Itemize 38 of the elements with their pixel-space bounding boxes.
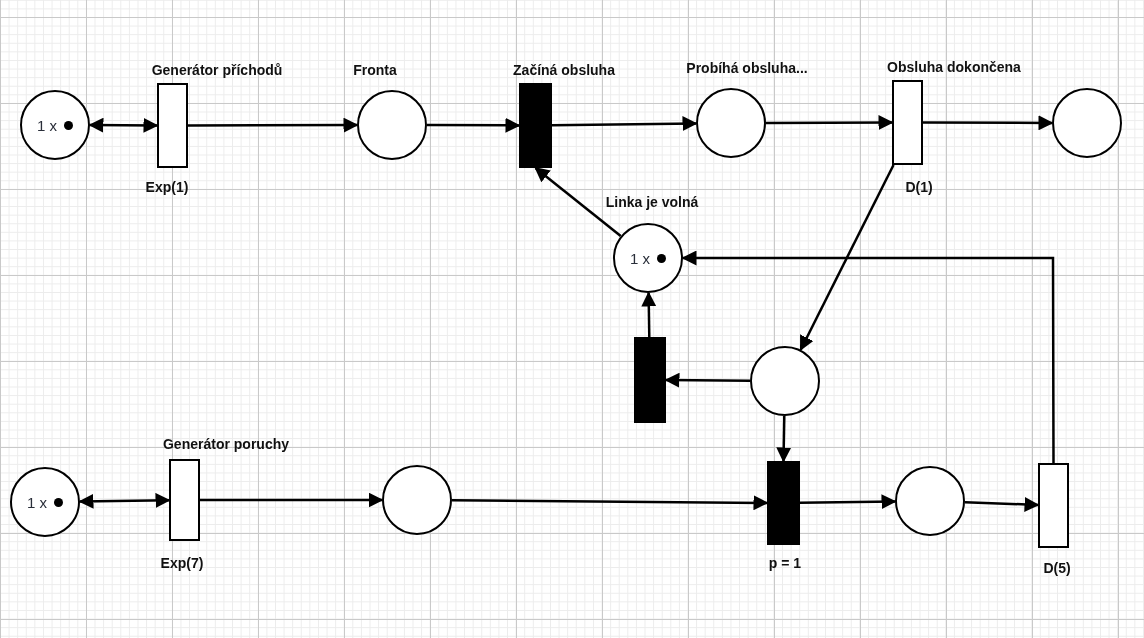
place-circle [895,466,965,536]
transition-parameter: D(1) [905,179,933,195]
place-circle [1052,88,1122,158]
arc-arrow [452,495,769,511]
node-title: Fronta [353,62,397,78]
arc-arrow [188,117,359,133]
arc-arrow [88,117,159,133]
arc-arrow [964,496,1040,512]
token-count: 1 x [27,493,47,511]
arc-arrow [766,115,894,131]
arc-arrow [534,167,622,238]
immediate-transition-bar [634,337,666,423]
arc-arrow [923,115,1054,131]
arc-arrow [800,494,897,510]
node-title: Začíná obsluha [513,62,615,78]
place-circle [10,467,80,537]
token-count: 1 x [630,249,650,267]
arc-arrow [799,164,895,352]
node-title: Obsluha dokončena [887,59,1021,75]
arc-arrow [200,492,384,508]
transition-parameter: D(5) [1043,560,1071,576]
arc-arrow [427,117,521,133]
place-circle [382,465,452,535]
transition-parameter: Exp(7) [160,555,204,571]
node-title: Probíhá obsluha... [686,60,808,76]
place-circle [20,90,90,160]
transition-parameter: Exp(1) [145,179,189,195]
arc-arrow [78,492,171,509]
place-circle [750,346,820,416]
arc-arrow [641,291,657,338]
node-title: Generátor poruchy [163,436,289,452]
arc-arrow [681,250,1055,463]
node-title: Linka je volná [605,194,699,210]
token-count: 1 x [37,116,57,134]
arc-arrow [552,116,698,132]
node-title: Generátor příchodů [151,62,283,78]
transition-parameter: p = 1 [768,555,802,571]
arc-arrow [776,415,792,463]
